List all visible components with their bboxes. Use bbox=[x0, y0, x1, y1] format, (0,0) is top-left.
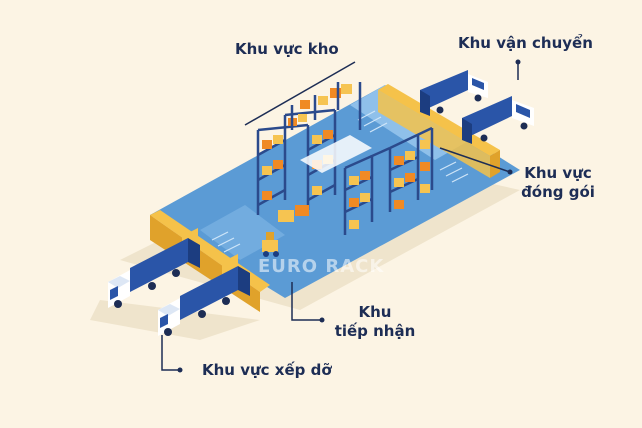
forklift-icon bbox=[262, 232, 279, 257]
connector-receiving bbox=[291, 282, 322, 321]
watermark: EURO RACK bbox=[258, 256, 385, 277]
storage-racks-right bbox=[300, 126, 434, 235]
label-packing-area: Khu vực đóng gói bbox=[516, 164, 600, 202]
label-shipping-area: Khu vận chuyển bbox=[458, 34, 593, 52]
truck-shipping-1-icon bbox=[420, 70, 488, 116]
floor-hatching bbox=[211, 110, 469, 253]
connector-storage bbox=[244, 61, 356, 126]
label-receiving-area-line1: Khu bbox=[358, 303, 392, 321]
connector-unloading bbox=[161, 335, 180, 371]
label-unloading-area: Khu vực xếp dỡ bbox=[202, 361, 332, 379]
truck-unloading-1-icon bbox=[108, 238, 200, 308]
label-storage-area: Khu vực kho bbox=[235, 40, 339, 58]
connector-dots bbox=[177, 59, 521, 373]
label-receiving-area: Khu tiếp nhận bbox=[330, 303, 420, 341]
connectors bbox=[161, 60, 519, 371]
label-packing-area-line2: đóng gói bbox=[521, 183, 595, 201]
shipping-dock-wall-side bbox=[490, 150, 500, 178]
connector-packing bbox=[439, 147, 511, 173]
truck-shipping-2-icon bbox=[462, 96, 534, 144]
label-packing-area-line1: Khu vực bbox=[524, 164, 592, 182]
truck-unloading-2-icon bbox=[158, 266, 250, 336]
label-receiving-area-line2: tiếp nhận bbox=[334, 322, 416, 340]
